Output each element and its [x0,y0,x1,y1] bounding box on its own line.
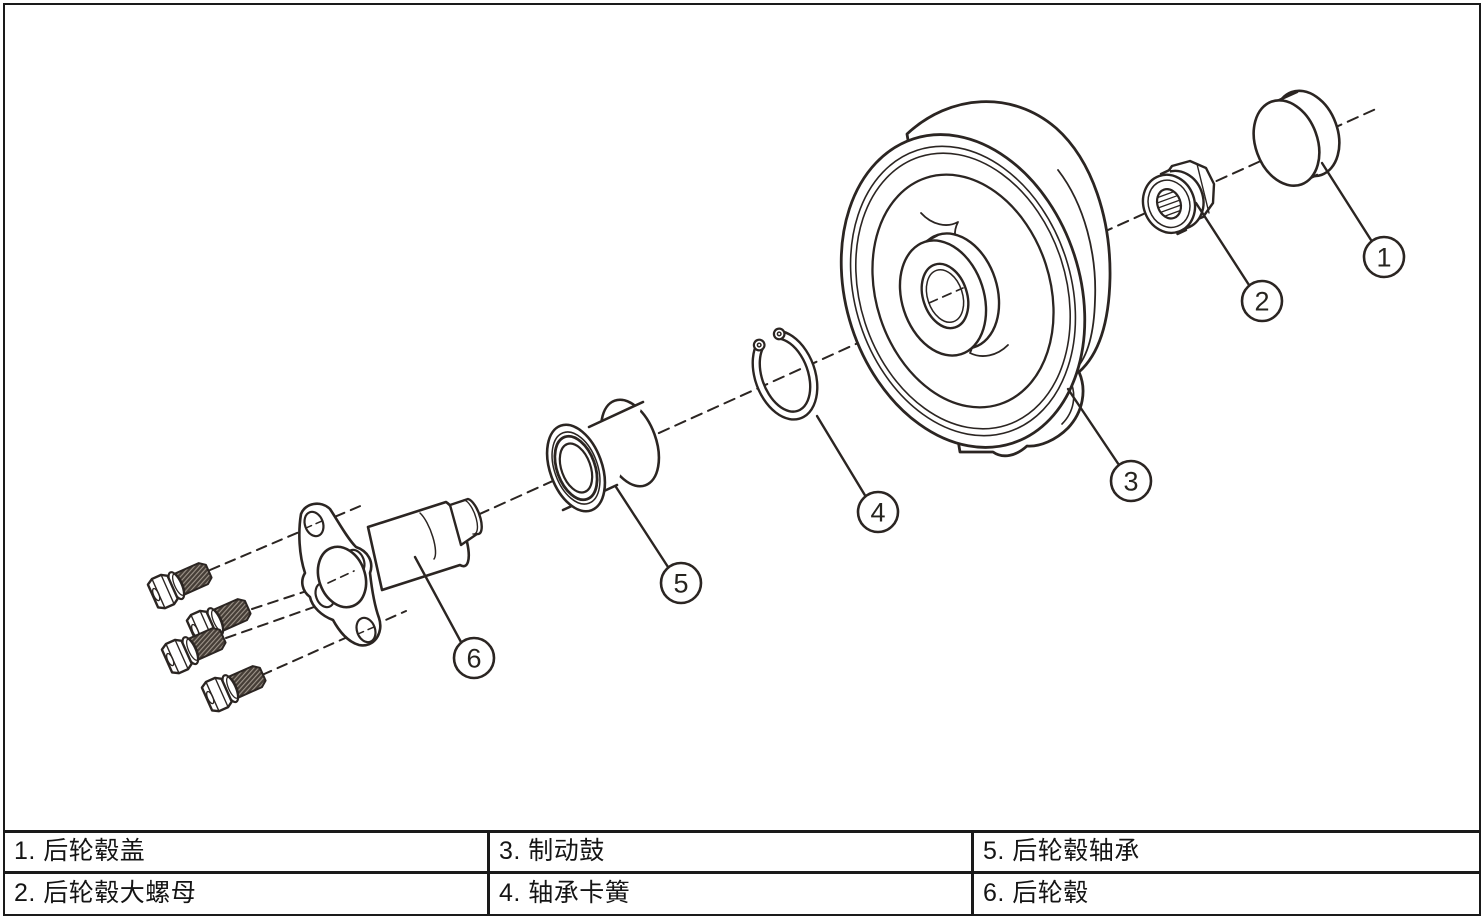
wheel-bolt-4 [199,658,271,715]
table-cell-hub-cap: 1. 后轮毂盖 [14,837,146,866]
callout-5: 5 [614,485,703,605]
brake-drum-part [839,100,1112,458]
callout-5-circle [659,561,703,605]
page-border-frame [3,3,1481,916]
callout-6: 6 [413,555,496,680]
callout-5-number: 5 [673,569,688,599]
callout-4-circle [856,490,900,534]
parts-table-row-1: 1. 后轮毂盖 3. 制动鼓 5. 后轮毂轴承 [5,833,1479,874]
bolt-guide-line-1 [209,503,366,571]
table-cell-hub-bearing: 5. 后轮毂轴承 [971,833,1479,871]
hub-nut-part [1141,159,1216,236]
callout-2-circle [1240,279,1284,323]
callout-1-circle [1362,235,1406,279]
callout-4-number: 4 [870,498,885,528]
callout-4-leader [815,414,868,499]
callout-3-leader [1066,387,1121,467]
callout-1-number: 1 [1376,243,1391,273]
exploded-view-diagram: 1 2 3 4 5 6 [145,89,1406,715]
callout-3-circle [1109,459,1153,503]
callout-6-leader [413,555,463,644]
table-cell-brake-drum: 3. 制动鼓 [487,833,971,871]
hub-bearing-part [545,398,661,513]
callout-1-leader [1320,161,1373,242]
callout-6-circle [452,636,496,680]
parts-table: 1. 后轮毂盖 3. 制动鼓 5. 后轮毂轴承 2. 后轮毂大螺母 4. 轴承卡… [5,830,1479,914]
callout-2-leader [1194,201,1251,287]
callout-3-number: 3 [1123,467,1138,497]
callout-2: 2 [1194,201,1284,323]
rear-hub-part [298,497,483,647]
bearing-circlip-part [751,327,819,421]
bolt-guide-line-4 [261,610,407,676]
callout-3: 3 [1066,387,1153,503]
callout-6-number: 6 [466,644,481,674]
parts-table-row-2: 2. 后轮毂大螺母 4. 轴承卡簧 6. 后轮毂 [5,873,1479,914]
callout-4: 4 [815,414,900,534]
callout-1: 1 [1320,161,1406,279]
table-cell-circlip: 4. 轴承卡簧 [487,873,971,914]
callout-2-number: 2 [1254,287,1269,317]
callout-5-leader [614,485,670,569]
table-cell-hub-nut: 2. 后轮毂大螺母 [14,879,197,908]
hub-cap-part [1252,89,1341,187]
wheel-bolt-1 [145,555,217,612]
table-cell-rear-hub: 6. 后轮毂 [971,873,1479,914]
